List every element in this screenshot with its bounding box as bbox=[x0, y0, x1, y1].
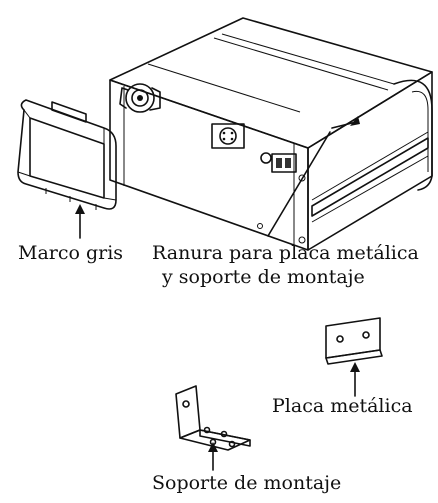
status-led-icon bbox=[260, 152, 272, 164]
slot-arrow-stem bbox=[331, 121, 357, 129]
mounting-slot bbox=[311, 137, 429, 217]
gray-frame bbox=[17, 99, 117, 239]
unit-side-panel bbox=[307, 71, 433, 251]
unit-top-surface bbox=[109, 17, 433, 149]
mounting-bracket bbox=[175, 385, 251, 471]
gray-frame-label: Marco gris bbox=[18, 242, 124, 264]
network-port-icon bbox=[271, 153, 297, 173]
metal-plate-label: Placa metálica bbox=[272, 395, 413, 417]
slot-leader-line bbox=[267, 131, 331, 237]
video-server-unit bbox=[109, 17, 433, 251]
metal-plate bbox=[325, 317, 383, 397]
serial-port-icon bbox=[211, 123, 245, 149]
bnc-connector-icon bbox=[119, 83, 161, 113]
slot-label-line2: y soporte de montaje bbox=[162, 266, 365, 288]
mounting-bracket-label: Soporte de montaje bbox=[152, 472, 342, 494]
slot-label-line1: Ranura para placa metálica bbox=[152, 242, 419, 264]
